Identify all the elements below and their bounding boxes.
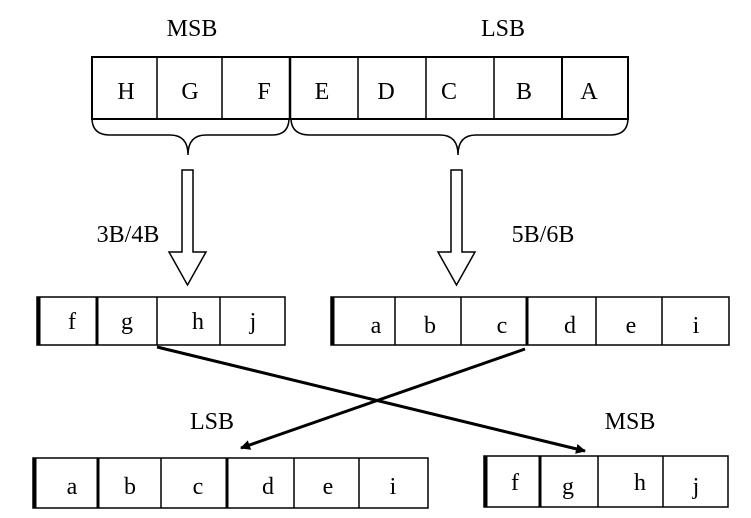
middle-right-outline xyxy=(330,296,730,346)
bottom-lsb-label: LSB xyxy=(190,409,234,435)
right-brace xyxy=(290,117,629,156)
top-cell: D xyxy=(377,79,394,105)
middle-left-register: f g h j xyxy=(36,296,286,346)
top-cell: C xyxy=(441,79,457,105)
bottom-left-cell: d xyxy=(262,474,274,500)
top-lsb-label: LSB xyxy=(481,16,525,42)
middle-left-cell: f xyxy=(68,309,76,335)
right-down-arrow-icon xyxy=(436,169,477,287)
top-cell: F xyxy=(257,79,270,105)
top-cell: B xyxy=(516,79,532,105)
top-cell: G xyxy=(181,79,198,105)
middle-right-cell: c xyxy=(497,313,508,339)
encoder-5b6b-label: 5B/6B xyxy=(512,222,575,248)
bottom-left-cell: i xyxy=(390,474,397,500)
top-msb-label: MSB xyxy=(167,16,218,42)
bottom-right-cell: g xyxy=(562,474,574,500)
middle-right-cell: e xyxy=(626,313,637,339)
bottom-right-register: f g h j xyxy=(483,455,729,508)
middle-right-cell: a xyxy=(371,313,382,339)
middle-right-cell: i xyxy=(693,313,700,339)
bottom-left-outline xyxy=(32,457,429,509)
bottom-right-cell: h xyxy=(634,470,646,496)
bottom-left-cell: e xyxy=(323,474,334,500)
lsb-cross-arrow xyxy=(240,347,526,450)
bottom-right-cell: j xyxy=(692,474,700,500)
msb-cross-arrow xyxy=(156,345,586,454)
top-cell: A xyxy=(580,79,598,105)
bottom-right-outline xyxy=(483,455,729,508)
middle-left-outline xyxy=(36,296,286,346)
bottom-left-cell: b xyxy=(124,474,136,500)
top-register: H G F E D C B A xyxy=(91,56,629,120)
middle-left-cell: j xyxy=(249,309,257,335)
bottom-right-cell: f xyxy=(511,470,519,496)
bottom-left-cell: a xyxy=(67,474,78,500)
middle-right-cell: b xyxy=(424,313,436,339)
middle-right-cell: d xyxy=(564,313,576,339)
bottom-left-cell: c xyxy=(193,474,204,500)
left-brace xyxy=(91,117,290,156)
middle-left-cell: g xyxy=(121,309,133,335)
bottom-msb-label: MSB xyxy=(605,409,656,435)
top-cell: H xyxy=(117,79,134,105)
encoder-3b4b-label: 3B/4B xyxy=(97,222,160,248)
top-register-outline xyxy=(91,56,629,120)
middle-left-cell: h xyxy=(192,309,204,335)
middle-right-register: a b c d e i xyxy=(330,296,730,346)
left-down-arrow-icon xyxy=(167,169,208,287)
bottom-left-register: a b c d e i xyxy=(32,457,429,509)
top-cell: E xyxy=(315,79,330,105)
